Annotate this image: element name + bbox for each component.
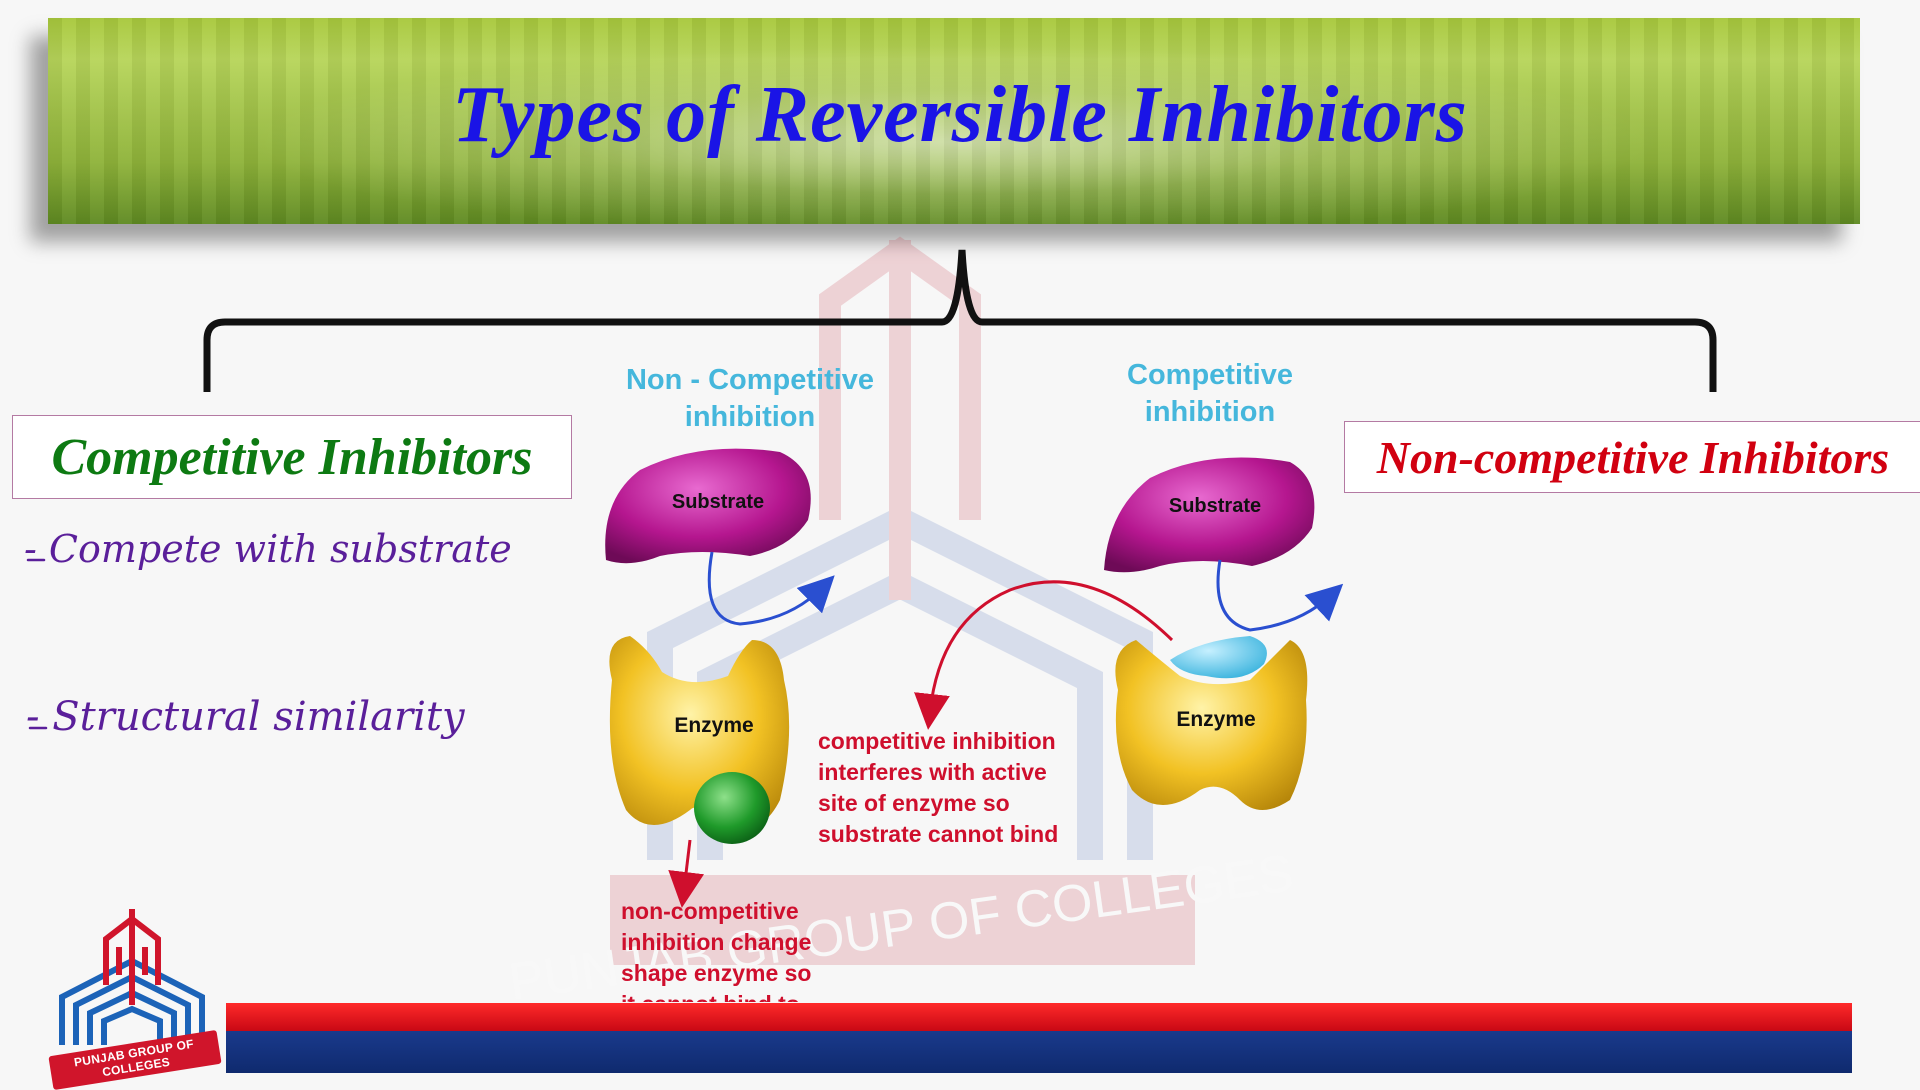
footer-blue-bar — [226, 1031, 1852, 1073]
right-heading-line1: Competitive — [1127, 359, 1293, 391]
noncompetitive-inhibitors-box: Non-competitive Inhibitors — [1344, 421, 1920, 493]
left-substrate-shape — [605, 448, 811, 564]
competitive-note-line: site of enzyme so — [818, 790, 1010, 816]
right-release-arrow — [1216, 559, 1344, 632]
left-substrate-label: Substrate — [672, 491, 764, 513]
competitive-note-line: substrate cannot bind — [818, 821, 1059, 847]
right-note-arrow — [914, 580, 1174, 730]
footer-red-bar — [226, 1003, 1852, 1031]
right-substrate-shape — [1104, 457, 1315, 573]
noncompetitive-note-line: it cannot bind to — [621, 989, 811, 1002]
left-heading-line2: inhibition — [684, 401, 816, 433]
right-enzyme-shape — [1115, 640, 1308, 810]
noncompetitive-note: non-competitive inhibition change shape … — [621, 896, 811, 1002]
right-inhibitor-blue — [1170, 636, 1267, 679]
noncompetitive-note-line: non-competitive — [621, 898, 799, 924]
college-logo — [59, 909, 205, 1045]
right-enzyme-label: Enzyme — [1176, 708, 1255, 731]
title-banner — [48, 18, 1860, 224]
competitive-note: competitive inhibition interferes with a… — [818, 726, 1058, 850]
left-inhibitor-green — [694, 772, 770, 844]
right-substrate-label: Substrate — [1169, 495, 1261, 517]
slide-title: Types of Reversible Inhibitors — [452, 71, 1468, 159]
right-heading-line2: inhibition — [1144, 396, 1276, 428]
left-enzyme-label: Enzyme — [674, 714, 753, 737]
noncompetitive-note-line: shape enzyme so — [621, 960, 812, 986]
competitive-inhibitors-box: Competitive Inhibitors — [12, 415, 572, 499]
left-diagram-heading: Non - Competitive inhibition — [600, 362, 900, 436]
left-release-arrow — [707, 551, 835, 626]
competitive-note-line: interferes with active — [818, 759, 1047, 785]
left-heading-line1: Non - Competitive — [625, 364, 875, 396]
noncompetitive-note-line: inhibition change — [621, 929, 812, 955]
left-note-arrow — [668, 839, 705, 908]
right-diagram-heading: Competitive inhibition — [1090, 357, 1330, 431]
competitive-note-line: competitive inhibition — [818, 728, 1056, 754]
